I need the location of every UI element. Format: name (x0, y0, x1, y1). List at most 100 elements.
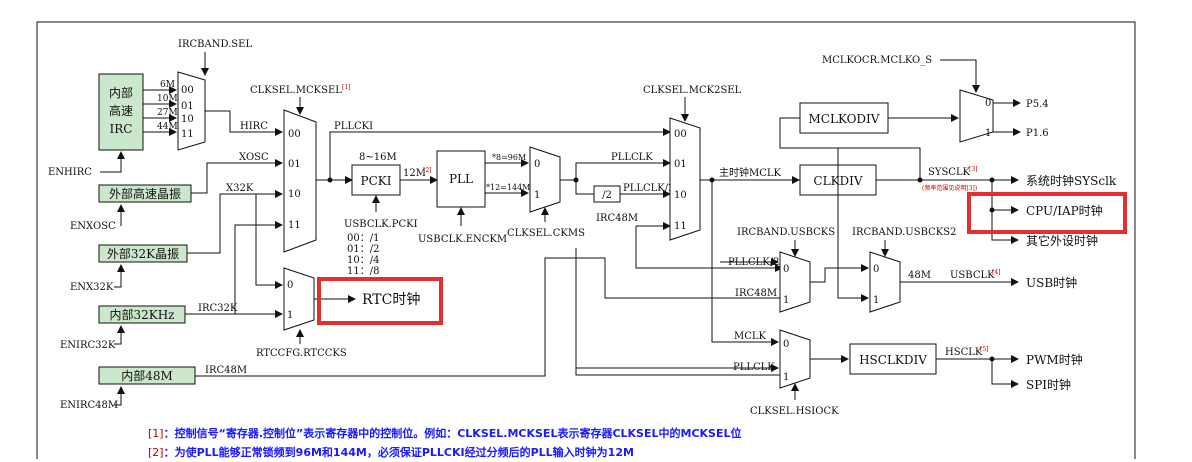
freq-44m: 44M (157, 122, 178, 132)
svg-text:11: 11 (288, 220, 301, 231)
svg-text:10: 10 (674, 190, 687, 201)
net-pllclk: PLLCLK (611, 152, 653, 163)
enxosc-label: ENXOSC (70, 221, 116, 232)
source-irc48m: 内部48M (98, 366, 196, 385)
fn1-mark: [1] (342, 84, 351, 91)
net-48m: 48M (908, 270, 931, 281)
clksel-mcksel-label: CLKSEL.MCKSEL (250, 85, 342, 96)
block-pcki: PCKI (351, 164, 401, 196)
net-irc32k: IRC32K (198, 303, 238, 314)
net-x8: *8=96M (492, 153, 526, 162)
freq-6m: 6M (160, 80, 175, 90)
irc-freq-lines (143, 86, 177, 136)
hsiock-mux: 0 1 (779, 329, 811, 389)
svg-text:IRC: IRC (110, 122, 133, 136)
note-2: [2]：为使PLL能够正常锁频到96M和144M，必须保证PLLCKI经过分频后… (148, 446, 634, 459)
usbclk-enckm-label: USBCLK.ENCKM (418, 234, 507, 245)
source-irc32k: 内部32KHz (98, 305, 186, 324)
svg-text:1: 1 (783, 372, 789, 383)
pcki-div-1: 01：/2 (347, 244, 379, 255)
svg-text:MCLKODIV: MCLKODIV (809, 112, 880, 126)
enirc32k-label: ENIRC32K (60, 340, 116, 351)
svg-text:1: 1 (783, 295, 789, 306)
out-p54: P5.4 (1026, 99, 1049, 110)
svg-text:1: 1 (534, 190, 540, 201)
net-pllclk2-usb: PLLCLK/2 (728, 257, 780, 268)
ircband-usbcks-label: IRCBAND.USBCKS (737, 227, 835, 238)
block-div2 (593, 185, 621, 203)
svg-text:内部: 内部 (109, 85, 133, 100)
svg-text:内部48M: 内部48M (121, 368, 173, 383)
diagram-frame (36, 21, 1136, 459)
svg-text:00: 00 (288, 129, 301, 140)
net-pllcki: PLLCKI (334, 121, 373, 132)
out-pwm: PWM时钟 (1026, 352, 1083, 367)
rtccfg-label: RTCCFG.RTCCKS (256, 348, 347, 359)
clksel-hsiock-label: CLKSEL.HSIOCK (750, 406, 839, 417)
usbcks-mux: 0 1 (779, 251, 811, 313)
div2-label: /2 (602, 190, 612, 201)
net-pllclk-hs: PLLCLK (733, 362, 775, 373)
enx32k-label: ENX32K (70, 282, 114, 293)
clksel-mck2sel-label: CLKSEL.MCK2SEL (643, 85, 742, 96)
freq-27m: 27M (157, 108, 178, 118)
svg-text:11: 11 (181, 129, 194, 140)
note-1: [1]：控制信号“寄存器.控制位”表示寄存器中的控制位。例如：CLKSEL.MC… (148, 427, 742, 440)
svg-text:01: 01 (181, 101, 194, 112)
svg-text:0: 0 (783, 264, 789, 275)
mcksel-mux: 00 01 10 11 (283, 109, 317, 253)
enhirc-label: ENHIRC (48, 167, 92, 178)
net-12m: 12M (403, 168, 426, 179)
fn5-mark: [5] (980, 346, 989, 353)
ircband-sel-label: IRCBAND.SEL (178, 39, 252, 50)
svg-text:1: 1 (873, 295, 879, 306)
svg-text:00: 00 (674, 129, 687, 140)
cpu-highlight (967, 192, 1127, 234)
pcki-div-2: 10：/4 (347, 255, 379, 266)
fn4-mark: [4] (992, 269, 1001, 276)
svg-text:1: 1 (287, 310, 293, 321)
usb-net (810, 148, 1019, 302)
hsclk-net (936, 355, 1019, 388)
freq-10m: 10M (157, 94, 178, 104)
fn3-mark: [3] (969, 166, 978, 173)
pcki-div-0: 00：/1 (347, 233, 379, 244)
svg-text:PCKI: PCKI (361, 174, 392, 188)
out-usb: USB时钟 (1026, 275, 1077, 290)
mclk-net (575, 176, 800, 372)
svg-text:0: 0 (873, 264, 879, 275)
svg-text:HSCLKDIV: HSCLKDIV (859, 353, 927, 367)
rtc-mux: 0 1 (283, 267, 315, 331)
out-sysclk: 系统时钟SYSclk (1026, 173, 1117, 188)
usbclk-pcki-label: USBCLK.PCKI (344, 219, 418, 230)
net-x32k: X32K (226, 183, 254, 194)
svg-text:外部32K晶振: 外部32K晶振 (107, 246, 179, 261)
usbcks2-mux: 0 1 (869, 251, 901, 313)
svg-text:高速: 高速 (109, 103, 133, 118)
out-p16: P1.6 (1026, 128, 1049, 139)
svg-text:01: 01 (674, 159, 687, 170)
fn2-mark: [2] (423, 167, 432, 174)
source-x32k: 外部32K晶振 (98, 244, 188, 263)
block-mclkodiv: MCLKODIV (799, 102, 889, 134)
net-mclk: MCLK (734, 331, 767, 342)
svg-text:00: 00 (181, 85, 194, 96)
out-other: 其它外设时钟 (1026, 233, 1098, 248)
block-pll: PLL (436, 150, 486, 208)
svg-text:0: 0 (985, 98, 991, 109)
net-hsclk: HSCLK (945, 347, 983, 358)
mclko-mux: 0 1 (959, 89, 994, 143)
mck2sel-mux: 00 01 10 11 (669, 117, 701, 241)
pcki-div-3: 11：/8 (347, 266, 379, 277)
net-hirc: HIRC (240, 121, 268, 132)
svg-text:0: 0 (783, 339, 789, 350)
svg-text:0: 0 (534, 159, 540, 170)
net-sysclk: SYSCLK (928, 167, 971, 178)
svg-text:外部高速晶振: 外部高速晶振 (109, 186, 181, 201)
net-x12: *12=144M (486, 183, 530, 192)
out-rtc: RTC时钟 (362, 291, 420, 308)
net-irc48m-usb: IRC48M (735, 288, 777, 299)
source-xosc: 外部高速晶振 (98, 184, 192, 203)
footnotes: [1]：控制信号“寄存器.控制位”表示寄存器中的控制位。例如：CLKSEL.MC… (148, 424, 1148, 462)
